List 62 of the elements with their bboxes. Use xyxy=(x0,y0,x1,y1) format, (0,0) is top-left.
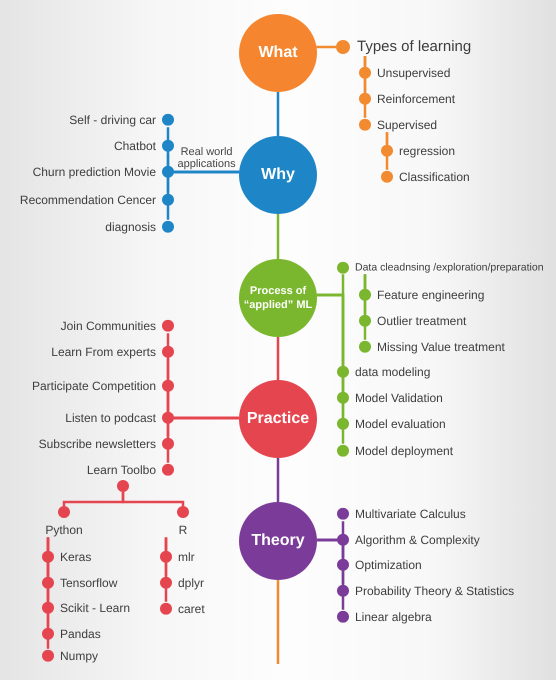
junction-dot-icon xyxy=(117,480,129,492)
connector-line xyxy=(386,132,388,170)
category-label: Types of learning xyxy=(357,38,472,56)
connector-line xyxy=(164,537,168,602)
item-label: Numpy xyxy=(60,648,98,664)
item-label: Model evaluation xyxy=(355,416,446,432)
item-label: Multivariate Calculus xyxy=(355,506,466,522)
item-label: Model deployment xyxy=(355,444,454,458)
item-label: Subscribe newsletters xyxy=(38,436,156,452)
category-label: R xyxy=(178,523,188,538)
item-label: Tensorflow xyxy=(60,576,118,590)
item-label: Classification xyxy=(399,170,470,184)
item-label: Chatbot xyxy=(114,138,156,154)
item-label: caret xyxy=(178,602,205,616)
item-label: Keras xyxy=(60,550,92,564)
item-label: Feature engineering xyxy=(377,288,484,302)
item-label: diagnosis xyxy=(105,220,156,234)
item-label: Linear algebra xyxy=(355,610,432,624)
item-label: Optimization xyxy=(355,558,422,572)
connector-line xyxy=(166,170,240,220)
connector-line xyxy=(276,337,280,380)
item-label: Churn prediction Movie xyxy=(32,164,156,180)
item-label: regression xyxy=(399,144,456,158)
connector-line xyxy=(276,580,280,664)
connector-line xyxy=(316,294,344,444)
item-label: Unsupervised xyxy=(377,66,450,80)
connector-line xyxy=(276,458,280,502)
item-label: Model Validation xyxy=(355,390,443,406)
item-label: Join Communities xyxy=(60,318,156,334)
item-label: Scikit - Learn xyxy=(60,600,130,616)
topic-title: Theory xyxy=(251,530,305,551)
connector-line xyxy=(276,214,280,259)
item-label: mlr xyxy=(178,550,195,564)
item-label: Supervised xyxy=(377,118,438,132)
item-label: Pandas xyxy=(60,626,101,642)
item-label: Reinforcement xyxy=(377,92,456,106)
item-label: Self - driving car xyxy=(69,112,156,128)
item-label: Listen to podcast xyxy=(65,410,156,426)
item-label: Missing Value treatment xyxy=(377,340,505,354)
connector-line xyxy=(316,538,344,610)
topic-title: Process of “applied” ML xyxy=(242,284,314,312)
topic-title: Why xyxy=(261,164,295,185)
item-label: Recommendation Cencer xyxy=(20,192,156,208)
connector-line xyxy=(46,537,50,649)
item-label: data modeling xyxy=(355,364,430,380)
item-label: Learn From experts xyxy=(51,344,156,360)
item-label: Algorithm & Complexity xyxy=(355,532,480,548)
edge-label: Real world applications xyxy=(176,146,237,170)
item-label: Probability Theory & Statistics xyxy=(355,584,514,598)
connector-line xyxy=(364,56,366,118)
topic-title: Practice xyxy=(246,408,310,429)
item-label: Data cleadnsing /exploration/preparation xyxy=(355,262,544,274)
topic-title: What xyxy=(258,42,298,63)
connector-line xyxy=(316,46,336,48)
item-label: Outlier treatment xyxy=(377,314,466,328)
connector-line xyxy=(276,92,280,136)
category-label: Python xyxy=(45,523,83,538)
item-label: Learn Toolbo xyxy=(86,462,156,478)
connector-line xyxy=(122,492,184,506)
connector-line xyxy=(364,274,366,340)
item-label: dplyr xyxy=(178,576,204,590)
item-label: Participate Competition xyxy=(32,378,156,394)
